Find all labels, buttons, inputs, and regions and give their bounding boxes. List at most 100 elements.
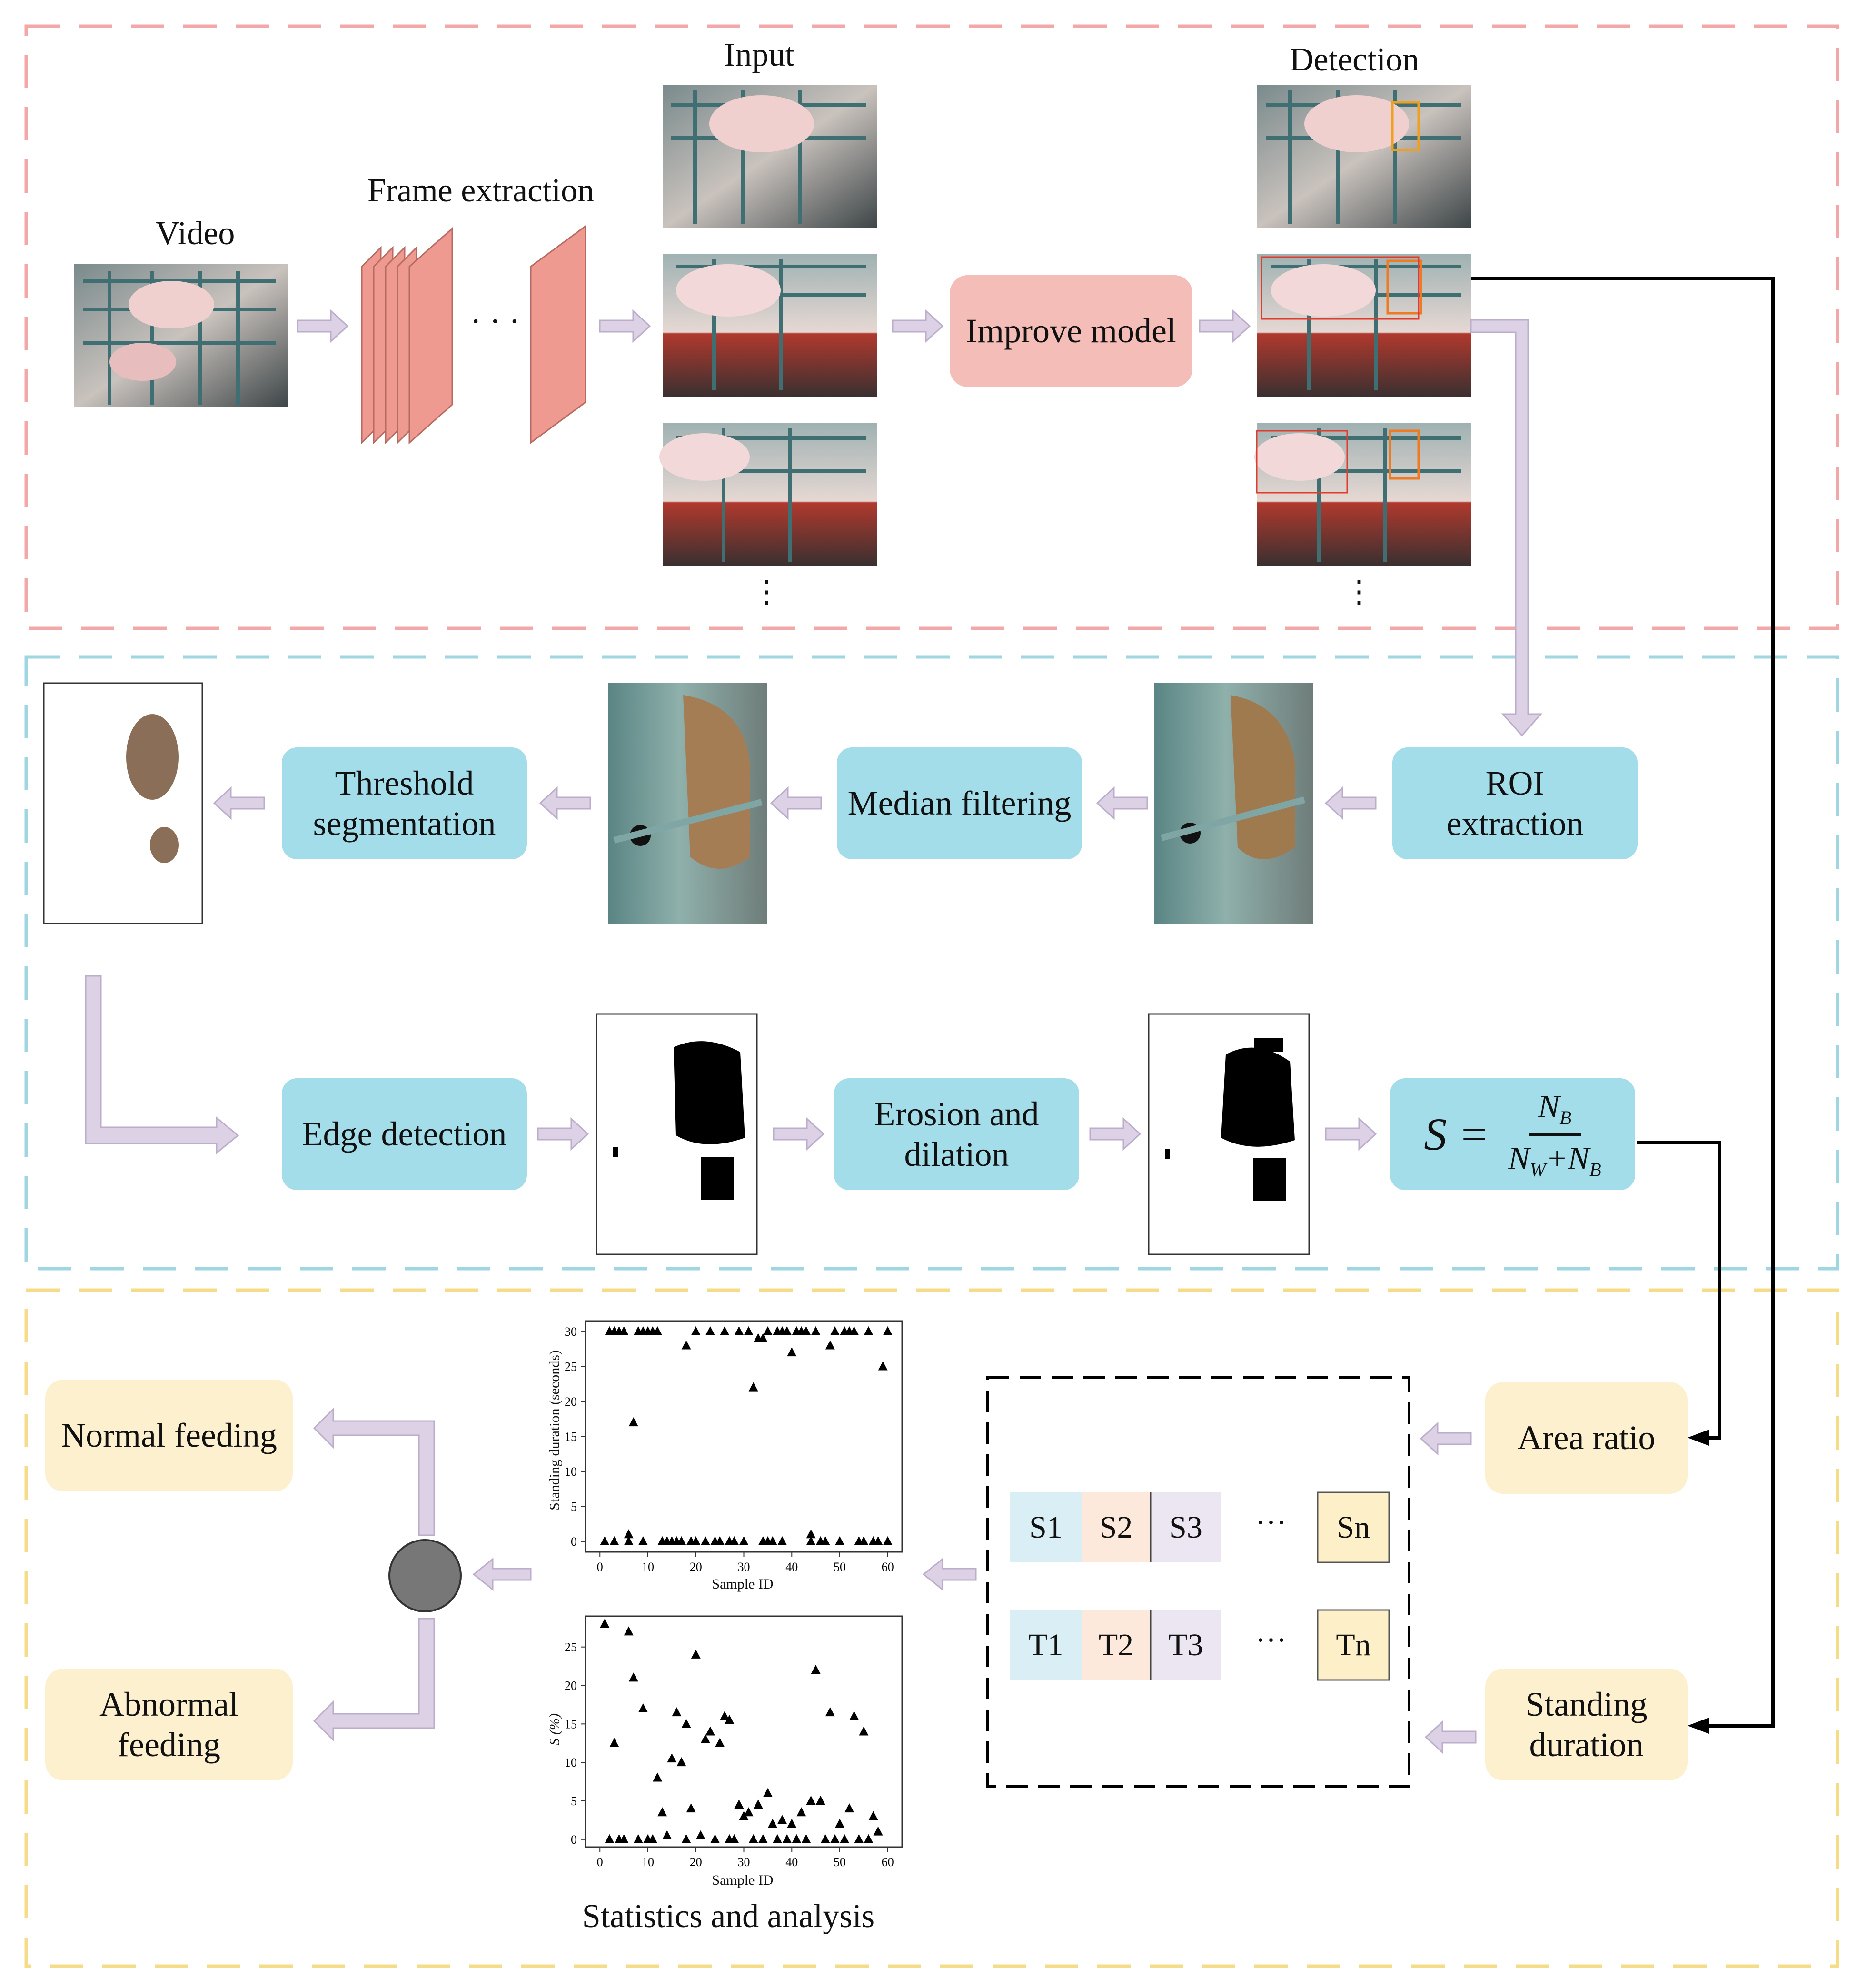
data-point-triangle	[628, 1417, 638, 1427]
data-point-triangle	[744, 1326, 754, 1336]
data-point-triangle	[763, 1788, 773, 1797]
x-tick-label: 40	[785, 1560, 798, 1574]
data-point-triangle	[854, 1834, 864, 1843]
extracted-frames	[361, 225, 586, 445]
data-point-triangle	[873, 1536, 883, 1545]
formula-denominator-a-sub: W	[1529, 1159, 1546, 1181]
data-point-triangle	[662, 1830, 672, 1839]
flow-arrows-section1	[297, 309, 1543, 737]
data-point-triangle	[758, 1333, 768, 1342]
data-point-triangle	[840, 1834, 850, 1843]
data-point-triangle	[753, 1799, 763, 1809]
formula-lhs: S =	[1424, 1108, 1490, 1160]
median-filtering-box	[837, 747, 1082, 859]
data-point-triangle	[825, 1340, 835, 1350]
data-point-triangle	[633, 1834, 643, 1843]
formula-denominator-b: +N	[1546, 1140, 1589, 1176]
area-ratio-box	[1485, 1382, 1688, 1494]
data-point-triangle	[878, 1361, 888, 1371]
data-point-triangle	[830, 1326, 840, 1336]
data-point-triangle	[691, 1649, 701, 1659]
data-point-triangle	[820, 1536, 830, 1545]
erosion-dilation-box	[834, 1078, 1079, 1190]
standing-duration-box	[1485, 1669, 1688, 1780]
data-point-triangle	[859, 1726, 869, 1736]
x-tick-label: 60	[882, 1855, 894, 1869]
chart1-x-label: Sample ID	[712, 1576, 774, 1592]
data-point-triangle	[624, 1626, 634, 1636]
data-point-triangle	[825, 1707, 835, 1717]
y-tick-label: 0	[571, 1833, 577, 1847]
improve-model-box	[950, 275, 1192, 387]
s-cell-ellipsis: ···	[1255, 1505, 1287, 1540]
data-point-triangle	[873, 1826, 883, 1836]
data-point-triangle	[801, 1834, 811, 1843]
data-point-triangle	[657, 1807, 667, 1817]
y-tick-label: 25	[565, 1360, 577, 1374]
chart1-y-label: Standing duration (seconds)	[546, 1350, 563, 1511]
detection-vdots: ⋮	[1343, 575, 1375, 609]
t-cell-1: T1	[1028, 1627, 1063, 1662]
data-point-triangle	[787, 1819, 797, 1828]
data-point-triangle	[624, 1536, 634, 1545]
formula-numerator: N	[1538, 1088, 1560, 1124]
formula-denominator-b-sub: B	[1589, 1159, 1601, 1181]
x-tick-label: 20	[690, 1560, 702, 1574]
data-point-triangle	[864, 1834, 874, 1843]
data-point-triangle	[653, 1326, 663, 1336]
image-processing-section-border	[24, 655, 1839, 1271]
frames-ellipsis: · · ·	[470, 303, 520, 340]
data-point-triangle	[868, 1811, 878, 1820]
sequence-container	[986, 1376, 1410, 1788]
data-point-triangle	[619, 1326, 629, 1336]
data-point-triangle	[883, 1536, 893, 1545]
detection-section-border	[24, 24, 1839, 630]
video-label: Video	[155, 215, 235, 252]
x-tick-label: 0	[597, 1855, 603, 1869]
data-point-triangle	[695, 1830, 705, 1839]
data-point-triangle	[672, 1707, 682, 1717]
t-cell-n: Tn	[1336, 1627, 1371, 1662]
y-tick-label: 20	[565, 1395, 577, 1409]
formula-numerator-sub: B	[1559, 1107, 1572, 1129]
data-point-triangle	[700, 1734, 710, 1743]
data-point-triangle	[734, 1326, 744, 1336]
data-point-triangle	[667, 1753, 677, 1763]
roi-extraction-box	[1392, 747, 1638, 859]
data-point-triangle	[806, 1796, 816, 1805]
data-point-triangle	[777, 1815, 787, 1824]
abnormal-feeding-label: Abnormal feeding	[99, 1685, 238, 1764]
data-point-triangle	[811, 1665, 821, 1674]
data-point-triangle	[820, 1834, 830, 1843]
data-point-triangle	[864, 1326, 874, 1336]
y-tick-label: 5	[571, 1794, 577, 1808]
normal-feeding-box	[45, 1380, 293, 1491]
data-point-triangle	[676, 1536, 686, 1545]
s-cell-2: S2	[1099, 1510, 1133, 1545]
y-tick-label: 5	[571, 1500, 577, 1513]
t-cell-ellipsis: ···	[1255, 1622, 1287, 1658]
data-point-triangle	[782, 1326, 792, 1336]
abnormal-feeding-box	[45, 1669, 293, 1780]
input-vdots: ⋮	[751, 575, 782, 609]
x-tick-label: 0	[597, 1560, 603, 1574]
detection-frames	[1254, 85, 1471, 566]
median-filtering-label: Median filtering	[847, 784, 1072, 823]
area-ratio-label: Area ratio	[1517, 1419, 1656, 1457]
statistics-analysis-label: Statistics and analysis	[582, 1898, 875, 1935]
edge-detection-box	[282, 1078, 527, 1190]
decision-node	[388, 1539, 462, 1612]
chart2-y-label: S (%)	[546, 1713, 563, 1746]
data-point-triangle	[691, 1536, 701, 1545]
x-tick-label: 50	[834, 1560, 846, 1574]
data-point-triangle	[624, 1529, 634, 1539]
t-cell-3: T3	[1168, 1627, 1203, 1662]
input-frames	[659, 85, 877, 566]
data-point-triangle	[849, 1711, 859, 1720]
data-point-triangle	[600, 1619, 610, 1628]
data-point-triangle	[883, 1326, 893, 1336]
data-point-triangle	[734, 1799, 744, 1809]
analysis-section-border	[24, 1288, 1839, 1968]
video-thumbnail	[74, 264, 288, 407]
